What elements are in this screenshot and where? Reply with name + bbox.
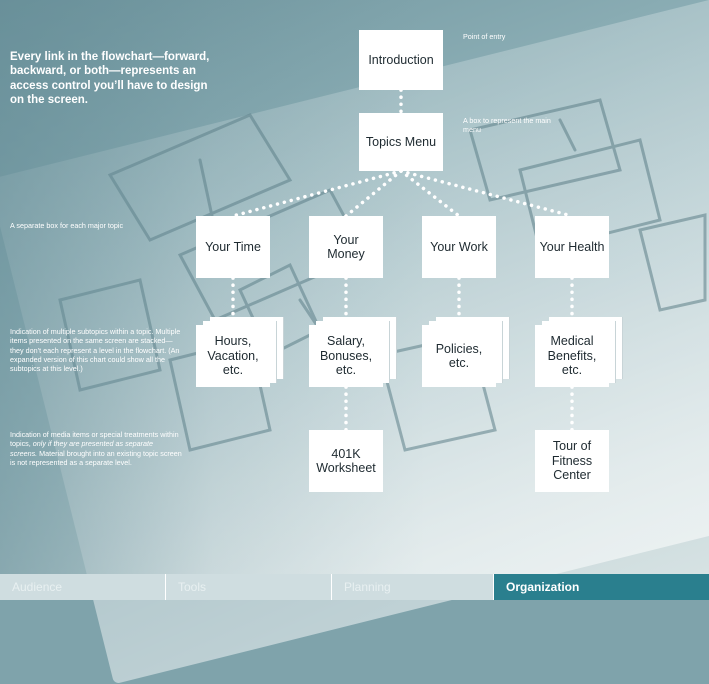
flowchart-connectors	[231, 88, 574, 432]
topic-your-health: Your Health	[535, 216, 609, 278]
media-tour-fitness-center: Tour of Fitness Center	[535, 430, 609, 492]
tab-planning[interactable]: Planning	[332, 574, 494, 600]
media-401k-worksheet: 401K Worksheet	[309, 430, 383, 492]
subtopic-policies: Policies, etc.	[422, 325, 496, 387]
topic-your-time: Your Time	[196, 216, 270, 278]
subtopic-salary-bonuses: Salary, Bonuses, etc.	[309, 325, 383, 387]
connector-menu-work	[399, 169, 461, 218]
subtopic-medical-benefits: Medical Benefits, etc.	[535, 325, 609, 387]
note-media-emphasis: only if they are presented as separate s…	[10, 439, 154, 458]
tab-audience[interactable]: Audience	[0, 574, 166, 600]
subtopic-hours-vacation: Hours, Vacation, etc.	[196, 325, 270, 387]
tab-tools[interactable]: Tools	[166, 574, 332, 600]
note-media-text-end: Material brought into an existing topic …	[10, 448, 182, 468]
note-subtopics: Indication of multiple subtopics within …	[10, 327, 181, 374]
section-nav: Audience Tools Planning Organization	[0, 574, 709, 600]
introduction-box: Introduction	[359, 30, 443, 90]
note-point-of-entry: Point of entry	[463, 32, 506, 41]
topic-your-work: Your Work	[422, 216, 496, 278]
connector-menu-time	[231, 169, 403, 218]
note-major-topic: A separate box for each major topic	[10, 221, 124, 230]
tab-organization[interactable]: Organization	[494, 574, 709, 600]
note-media-text: Indication of media items or special tre…	[10, 430, 179, 449]
headline: Every link in the flowchart—forward, bac…	[10, 51, 210, 107]
connector-menu-money	[344, 169, 403, 218]
note-media-items: Indication of media items or special tre…	[10, 430, 182, 467]
note-main-menu: A box to represent the main menu	[463, 116, 551, 135]
topics-menu-box: Topics Menu	[359, 113, 443, 171]
connector-menu-health	[399, 169, 574, 218]
topic-your-money: Your Money	[309, 216, 383, 278]
